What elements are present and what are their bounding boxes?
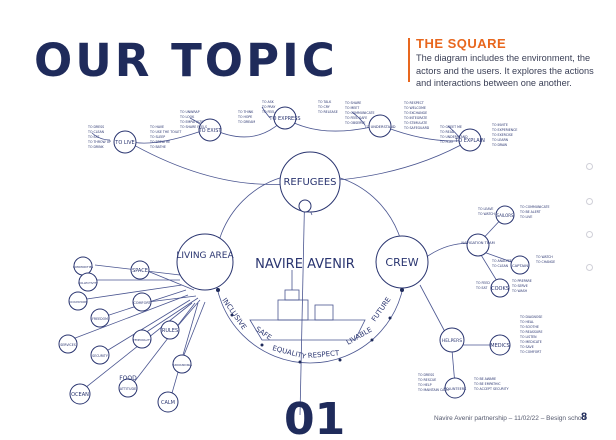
svg-text:TO HAVE TO USE THE TOILE: TO HAVE TO USE THE TOILET TO SLEEP TO BR… <box>149 125 182 149</box>
svg-text:TO COMMUNICATE TO BE ALE: TO COMMUNICATE TO BE ALERT TO LIVE <box>519 205 551 219</box>
label-calm: CALM <box>161 400 175 406</box>
mind-map: REFUGEES LIVING AREA CREW NAVIRE AVENIR … <box>58 100 555 415</box>
page-indicator-dot[interactable] <box>586 163 593 170</box>
label-helpers: HELPERS <box>442 338 462 344</box>
label-medics: MEDICS <box>490 343 509 349</box>
label-comfort: COMFORT <box>133 301 151 305</box>
value-respect: RESPECT <box>307 349 340 360</box>
label-to-understand: TO UNDERSTAND <box>363 125 395 129</box>
svg-text:TO WATCH TO CHANGE: TO WATCH TO CHANGE <box>535 255 555 264</box>
label-sailors: SAILORS <box>496 213 514 218</box>
label-cooks: COOKS <box>491 286 509 292</box>
label-surroundings: SURROUNDINGS <box>172 364 192 367</box>
label-to-live: TO LIVE <box>114 140 134 146</box>
page-indicator-dot[interactable] <box>586 198 593 205</box>
label-crew: CREW <box>385 256 418 269</box>
page-title: OUR TOPIC <box>34 34 338 87</box>
section-number: 01 <box>284 398 346 440</box>
accent-bar <box>408 38 410 82</box>
svg-text:TO DRESS TO CLEAN: TO DRESS TO CLEAN TO EAT TO THROW UP TO … <box>87 125 112 149</box>
svg-text:TO LEAVE TO WATCH: TO LEAVE TO WATCH <box>477 207 495 216</box>
label-occupations: OCCUPATIONS <box>69 300 88 304</box>
label-food: FOOD <box>119 375 137 382</box>
label-to-exist: TO EXIST <box>198 128 223 134</box>
label-attitude: ATTITUDE <box>120 387 136 391</box>
svg-text:TO THINK TO HOPE T: TO THINK TO HOPE TO DREAM <box>237 110 255 124</box>
page-indicator-dot[interactable] <box>586 231 593 238</box>
ship-illustration <box>249 270 366 341</box>
label-security: SECURITY <box>92 354 108 358</box>
label-services: SERVICES <box>60 343 75 347</box>
svg-text:TO FEED TO EAT: TO FEED TO EAT <box>475 281 491 290</box>
svg-text:TO TALK TO CRY TO: TO TALK TO CRY TO RELEASE <box>317 100 338 114</box>
label-freedom: FREEDOM <box>92 317 108 321</box>
label-commodities: COMMODITIES <box>73 265 93 269</box>
label-temporality: TEMPORALITY <box>133 338 151 342</box>
node-refugees <box>279 151 341 213</box>
svg-text:TO PREPARE TO SERVE: TO PREPARE TO SERVE TO WASH <box>511 279 533 293</box>
node-living-area <box>176 233 234 291</box>
value-safe: SAFE <box>254 325 273 342</box>
value-livable: LIVABLE <box>345 326 373 347</box>
label-refugees: REFUGEES <box>283 177 336 188</box>
svg-text:TO GREET ME TO READ: TO GREET ME TO READ TO UNDERSTAND TO PLA… <box>439 125 469 144</box>
label-volunteers: VOLUNTEERS <box>444 387 467 391</box>
section-description: The diagram includes the environment, th… <box>416 53 594 88</box>
label-collectivity: COLLECTIVITY <box>78 281 98 285</box>
footer-text: Navire Avenir partnership – 11/02/22 – B… <box>434 415 587 422</box>
page-indicator-dot[interactable] <box>586 264 593 271</box>
axis-line <box>299 179 306 415</box>
label-ocean: OCEAN <box>71 392 89 398</box>
page-number: 8 <box>581 411 588 423</box>
value-equality: EQUALITY <box>271 344 307 361</box>
label-to-explain: TO EXPLAIN <box>454 138 485 144</box>
label-captain: CAPTAIN <box>512 263 528 268</box>
section-heading: THE SQUARE <box>416 36 507 51</box>
label-center: NAVIRE AVENIR <box>255 257 355 272</box>
svg-text:TO ANALYZE TO CLEAN: TO ANALYZE TO CLEAN <box>491 259 513 268</box>
label-to-express: TO EXPRESS <box>268 116 300 122</box>
svg-text:TO BE AWARE TO BE EMPATH: TO BE AWARE TO BE EMPATHIC TO ACCEPT SEC… <box>473 377 509 391</box>
svg-text:TO DRESS TO RESCUE: TO DRESS TO RESCUE TO HELP TO MAINTAIN C… <box>417 373 449 392</box>
svg-text:TO INVITE TO EXPERIENCE: TO INVITE TO EXPERIENCE TO EXERCISE TO L… <box>491 123 518 147</box>
label-space: SPACE <box>132 268 148 274</box>
svg-text:TO DIAGNOSE TO HEAL: TO DIAGNOSE TO HEAL TO SOOTHE TO REASSUR… <box>519 315 544 354</box>
value-inclusive: INCLUSIVE <box>220 297 248 332</box>
svg-text:TO ASK TO PRAY TO: TO ASK TO PRAY TO FEEL <box>261 100 276 114</box>
label-living-area: LIVING AREA <box>176 251 234 261</box>
svg-text:TO RESPECT TO WELCOME: TO RESPECT TO WELCOME TO EXCHANGE TO INT… <box>403 101 430 130</box>
svg-text:TO SHARE TO MEET T: TO SHARE TO MEET TO COMMUNICATE TO FEEL … <box>344 101 376 125</box>
svg-text:TO UNWRAP TO LOOK: TO UNWRAP TO LOOK TO EMPATHIZE TO SHARE … <box>179 110 207 129</box>
label-navigation-team: NAVIGATION TEAM <box>461 241 494 245</box>
label-rules: RULES <box>162 328 178 334</box>
